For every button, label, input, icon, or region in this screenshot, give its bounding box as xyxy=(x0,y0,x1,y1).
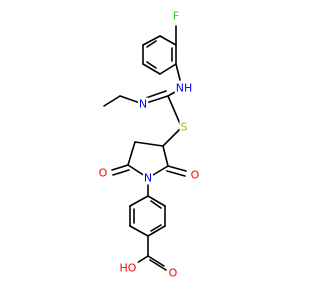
atom-label-imide-nitrogen: N xyxy=(144,172,152,185)
bond xyxy=(167,91,176,97)
bond xyxy=(166,170,186,177)
atom-label-oxygen-right: O xyxy=(191,169,200,182)
atom-label-background xyxy=(97,166,109,180)
bond xyxy=(167,95,182,127)
bond xyxy=(150,224,162,232)
bond xyxy=(146,40,157,48)
bond xyxy=(146,61,157,69)
atom-label-background xyxy=(142,171,154,185)
bond xyxy=(162,127,182,147)
bond xyxy=(112,169,130,176)
bond xyxy=(147,195,166,207)
atom-label-background xyxy=(174,81,194,95)
bond xyxy=(111,164,129,171)
atom-label-background xyxy=(179,120,189,134)
bond xyxy=(147,255,165,267)
molecule-structure: F NH N S N O O O HO xyxy=(97,9,201,280)
bond xyxy=(129,195,149,207)
atom-label-imine-nitrogen: N xyxy=(139,98,147,111)
bond xyxy=(134,141,164,147)
bond xyxy=(103,95,121,107)
bond xyxy=(149,259,167,271)
atom-label-hydroxyl: HO xyxy=(120,262,137,275)
atom-label-oxygen-left: O xyxy=(99,167,108,180)
bond xyxy=(162,145,169,167)
bond xyxy=(167,165,187,172)
bond xyxy=(129,225,149,237)
bond xyxy=(175,63,181,81)
atom-label-background xyxy=(189,168,201,182)
bonds xyxy=(103,25,187,271)
atom-label-carbonyl-oxygen: O xyxy=(169,267,178,280)
atom-label-sulfur: S xyxy=(181,121,188,134)
bond xyxy=(136,255,149,264)
atom-labels: F NH N S N O O O HO xyxy=(97,9,201,280)
atom-label-background xyxy=(118,261,138,275)
atom-label-amine: NH xyxy=(176,82,193,95)
atom-label-fluorine: F xyxy=(173,10,179,23)
bond xyxy=(147,225,166,237)
bond xyxy=(127,141,136,166)
atom-label-background xyxy=(137,97,149,111)
atom-label-background xyxy=(171,9,181,23)
atom-label-background xyxy=(167,266,179,280)
bond xyxy=(142,63,161,75)
bond xyxy=(150,200,162,209)
bond xyxy=(142,35,161,46)
bond xyxy=(159,35,177,46)
bond xyxy=(159,63,177,75)
